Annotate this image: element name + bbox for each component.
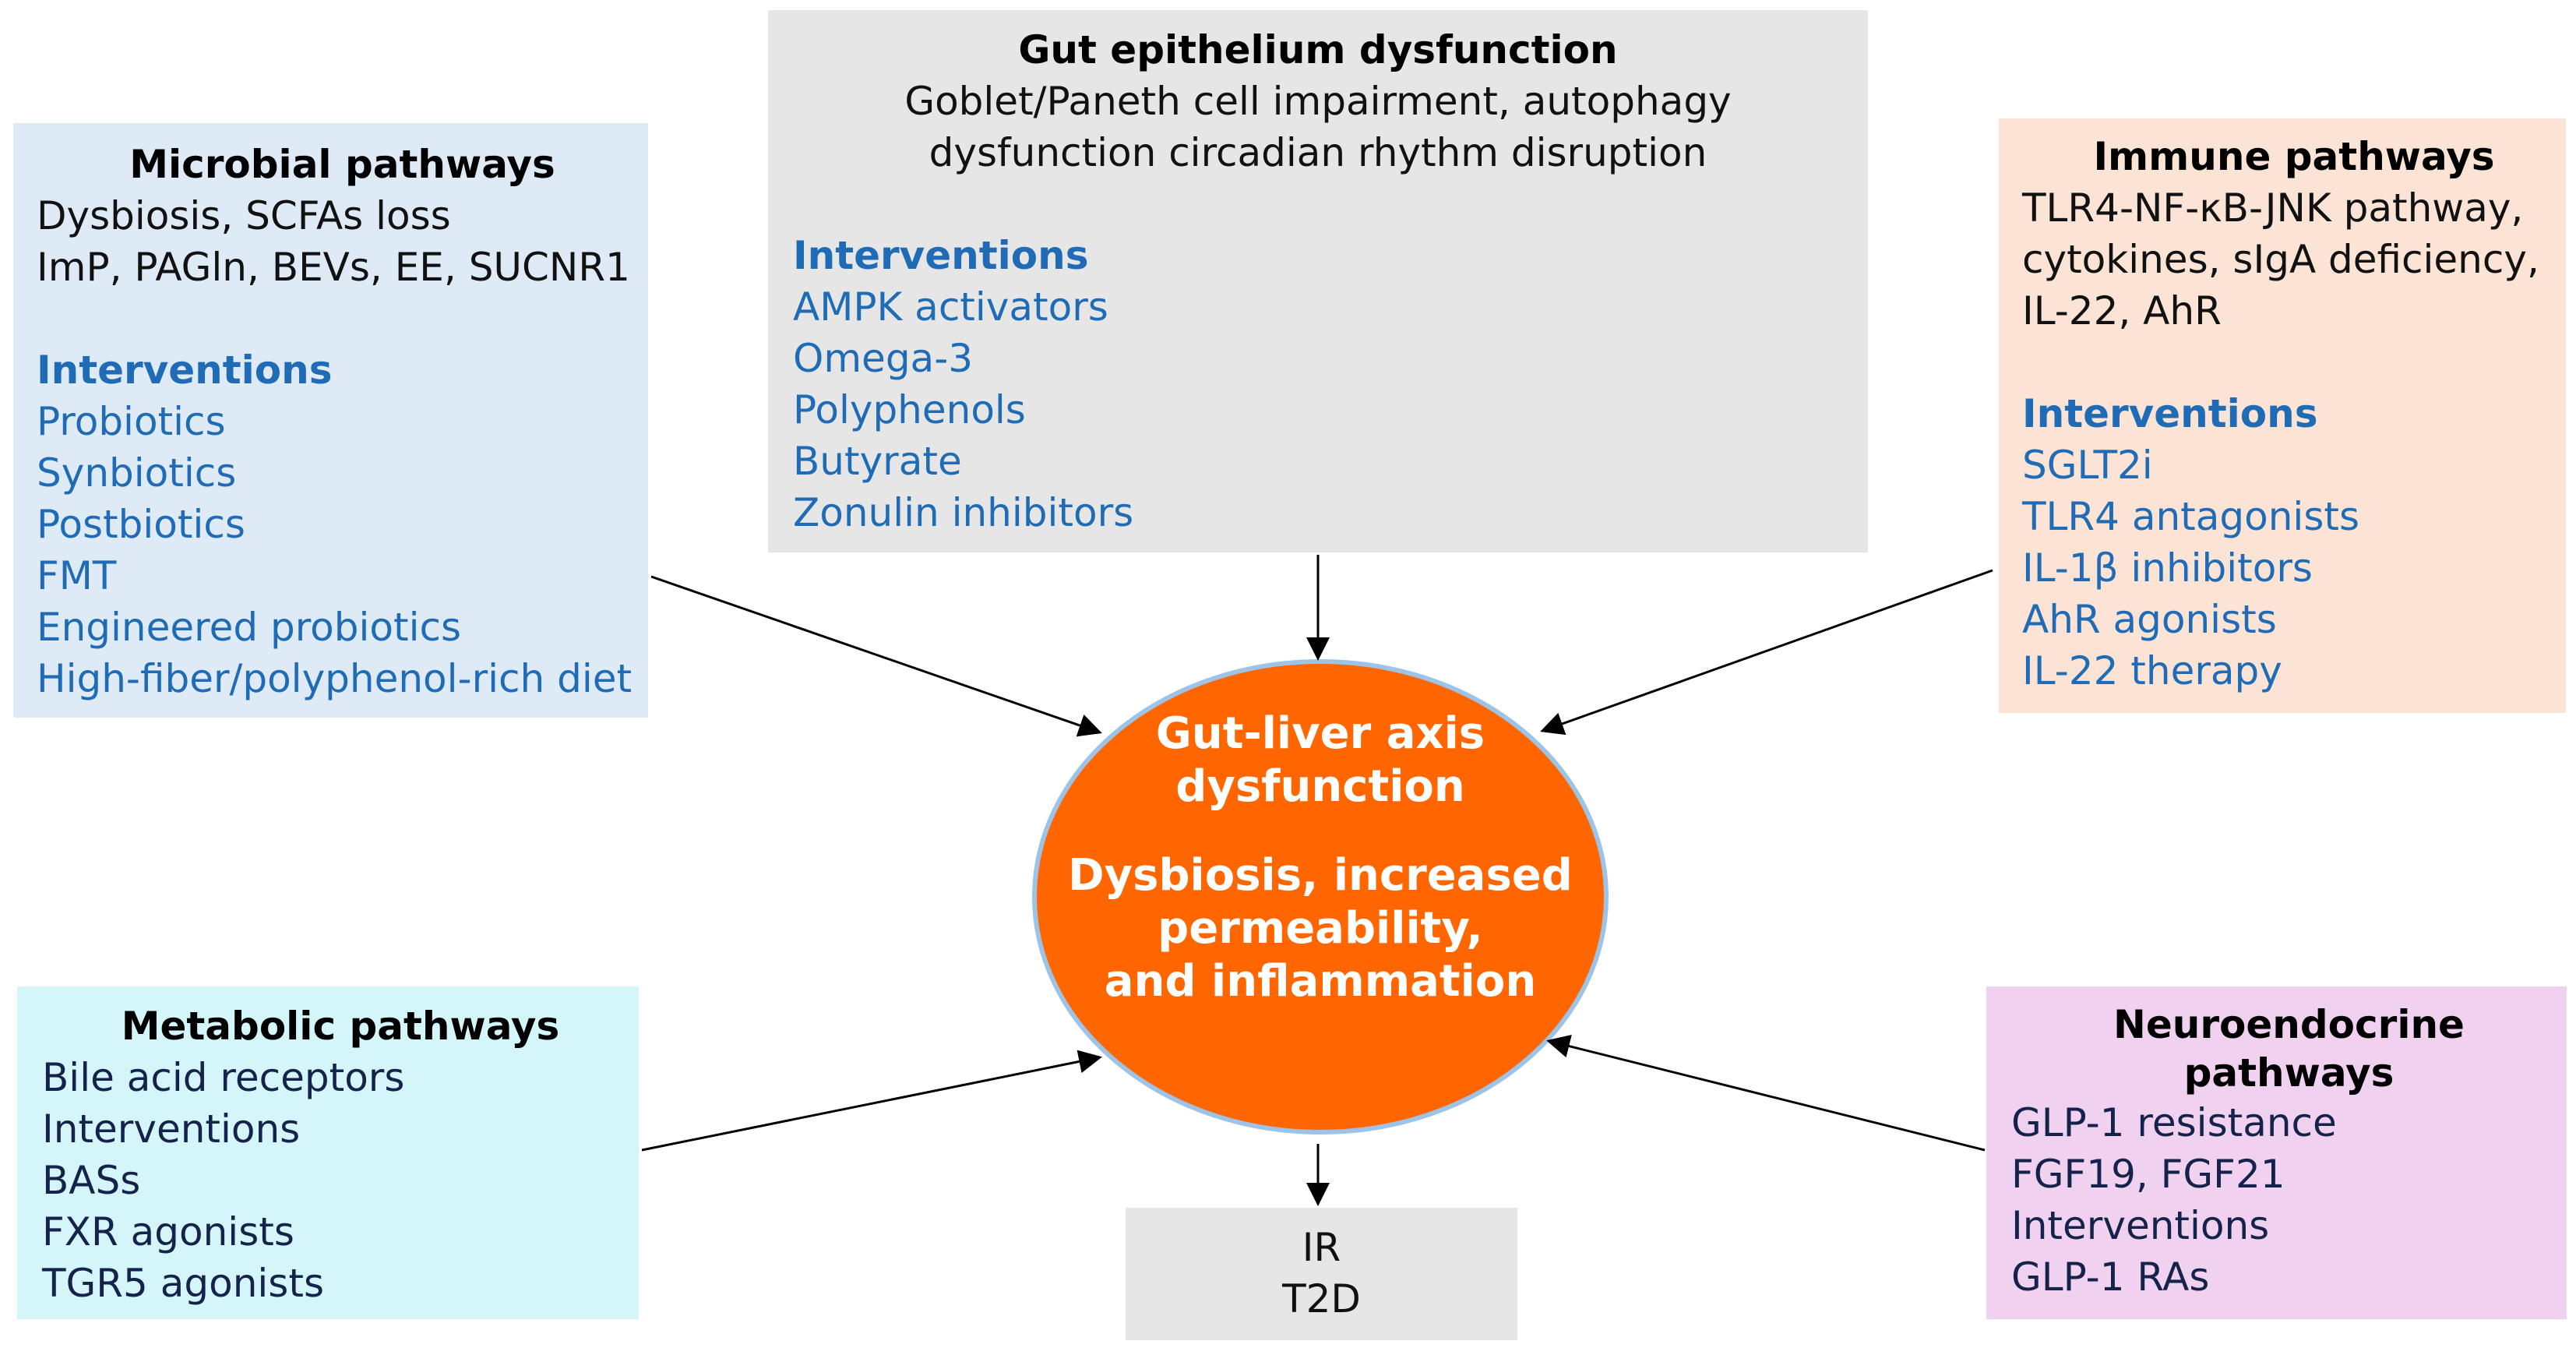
microbial-intervention: Postbiotics <box>37 502 245 547</box>
center-line-4: permeability, <box>1158 903 1483 954</box>
gut-title: Gut epithelium dysfunction <box>1018 27 1618 72</box>
gut-intervention: Butyrate <box>793 439 962 484</box>
immune-intervention: SGLT2i <box>2022 443 2153 488</box>
center-line-1: Gut-liver axis <box>1155 708 1485 759</box>
microbial-intervention: Probiotics <box>37 399 226 444</box>
gut-intervention: Polyphenols <box>793 387 1026 432</box>
immune-line: IL-22, AhR <box>2022 288 2222 333</box>
center-line-3: Dysbiosis, increased <box>1068 850 1573 901</box>
metabolic-line: Bile acid receptors <box>42 1055 405 1100</box>
metabolic-line: TGR5 agonists <box>42 1261 324 1306</box>
arrow-immune-to-center <box>1540 569 1993 736</box>
neuro-title-line-1: Neuroendocrine <box>2113 1002 2465 1047</box>
outcome-line-ir: IR <box>1302 1225 1341 1270</box>
outcome-line-t2d: T2D <box>1282 1276 1361 1322</box>
gut-epithelium-box: Gut epithelium dysfunction Goblet/Paneth… <box>768 10 1868 552</box>
microbial-intervention: Engineered probiotics <box>37 605 462 650</box>
immune-line: TLR4-NF-κB-JNK pathway, <box>2022 185 2524 231</box>
center-line-2: dysfunction <box>1175 761 1465 812</box>
gut-intervention: Zonulin inhibitors <box>793 490 1134 535</box>
metabolic-line: Interventions <box>42 1106 301 1152</box>
microbial-pathways-box: Microbial pathways Dysbiosis, SCFAs loss… <box>13 123 648 718</box>
outcome-box: IR T2D <box>1126 1208 1517 1340</box>
gut-line: Goblet/Paneth cell impairment, autophagy <box>904 79 1732 124</box>
metabolic-line: BASs <box>42 1158 141 1203</box>
neuro-title-line-2: pathways <box>2183 1050 2395 1096</box>
neuro-line: Interventions <box>2011 1203 2270 1248</box>
arrow-neuro-to-center <box>1546 1034 1986 1152</box>
microbial-title: Microbial pathways <box>129 142 555 187</box>
immune-pathways-box: Immune pathways TLR4-NF-κB-JNK pathway, … <box>1999 118 2566 713</box>
microbial-line: Dysbiosis, SCFAs loss <box>37 193 451 238</box>
arrow-microbial-to-center <box>650 575 1102 737</box>
immune-title: Immune pathways <box>2093 134 2495 179</box>
immune-intervention: IL-1β inhibitors <box>2022 545 2313 591</box>
immune-interventions-heading: Interventions <box>2022 391 2318 436</box>
arrow-metabolic-to-center <box>641 1050 1102 1152</box>
neuro-line: FGF19, FGF21 <box>2011 1152 2285 1197</box>
neuroendocrine-pathways-box: Neuroendocrine pathways GLP-1 resistance… <box>1986 986 2567 1319</box>
metabolic-line: FXR agonists <box>42 1209 294 1254</box>
gut-intervention: AMPK activators <box>793 284 1108 330</box>
microbial-intervention: Synbiotics <box>37 450 237 496</box>
gut-interventions-heading: Interventions <box>793 233 1089 278</box>
microbial-line: ImP, PAGln, BEVs, EE, SUCNR1 <box>37 245 630 290</box>
immune-intervention: IL-22 therapy <box>2022 648 2282 693</box>
neuro-line: GLP-1 RAs <box>2011 1254 2210 1300</box>
metabolic-pathways-box: Metabolic pathways Bile acid receptors I… <box>17 986 639 1319</box>
metabolic-title: Metabolic pathways <box>121 1004 560 1049</box>
center-line-5: and inflammation <box>1104 956 1537 1007</box>
immune-line: cytokines, sIgA deficiency, <box>2022 237 2539 282</box>
immune-intervention: TLR4 antagonists <box>2022 494 2360 539</box>
microbial-intervention: FMT <box>37 553 117 598</box>
neuro-line: GLP-1 resistance <box>2011 1100 2337 1145</box>
gut-line: dysfunction circadian rhythm disruption <box>929 130 1707 175</box>
gut-intervention: Omega-3 <box>793 336 974 381</box>
microbial-interventions-heading: Interventions <box>37 348 333 393</box>
center-ellipse <box>1032 659 1609 1135</box>
center-label: Gut-liver axis dysfunction Dysbiosis, in… <box>1036 708 1605 1008</box>
immune-intervention: AhR agonists <box>2022 597 2277 642</box>
microbial-intervention: High-fiber/polyphenol-rich diet <box>37 656 633 701</box>
